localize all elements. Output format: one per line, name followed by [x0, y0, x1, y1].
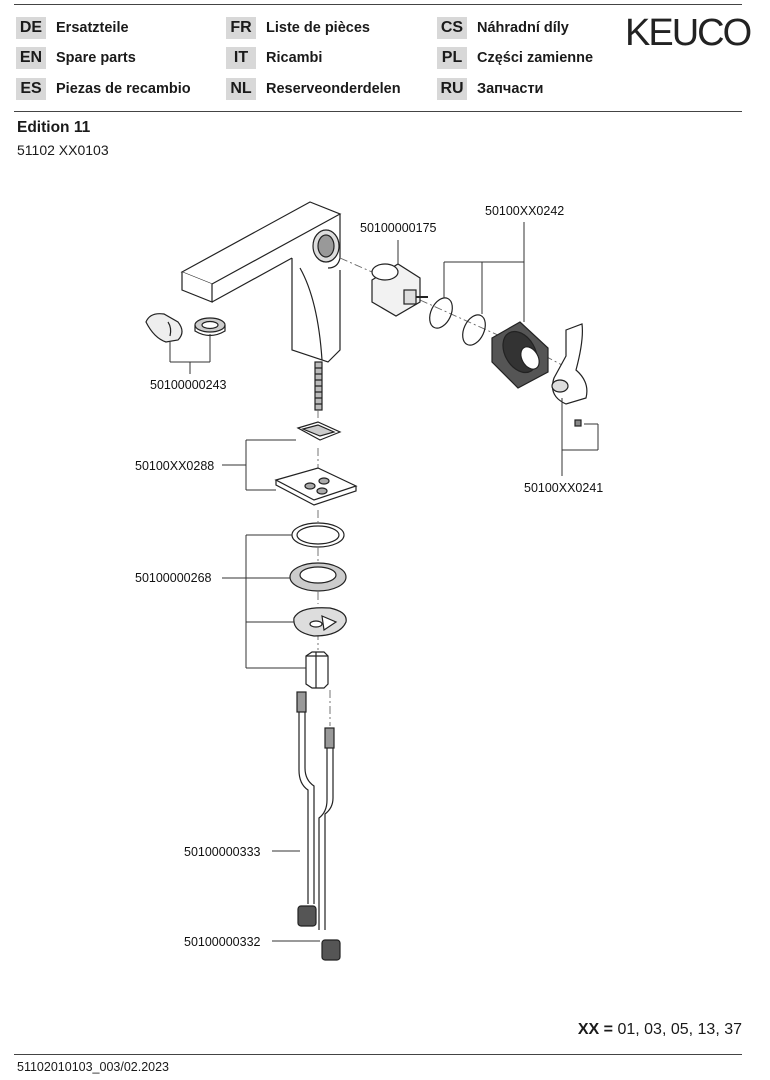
- lang-label: Ersatzteile: [56, 20, 129, 36]
- assembly-axis-lines: [301, 257, 576, 726]
- lang-label: Запчасти: [477, 81, 544, 97]
- lang-pl: PL Części zamienne: [437, 46, 593, 70]
- lang-de: DE Ersatzteile: [16, 16, 129, 40]
- part-label-hose-long: 50100000333: [184, 845, 261, 859]
- lang-code: CS: [437, 17, 467, 39]
- lang-en: EN Spare parts: [16, 46, 136, 70]
- lang-it: IT Ricambi: [226, 46, 322, 70]
- threaded-rod: [314, 361, 323, 411]
- lang-label: Náhradní díly: [477, 20, 569, 36]
- lang-code: EN: [16, 47, 46, 69]
- lang-cs: CS Náhradní díly: [437, 16, 569, 40]
- part-label-hose-short: 50100000332: [184, 935, 261, 949]
- lang-label: Reserveonderdelen: [266, 81, 401, 97]
- lang-label: Spare parts: [56, 50, 136, 66]
- callout-leaders: [169, 222, 599, 942]
- lang-code: DE: [16, 17, 46, 39]
- grub-screw-icon: [574, 419, 582, 427]
- seal-ring-icon: [291, 522, 345, 548]
- lang-es: ES Piezas de recambio: [16, 77, 191, 101]
- brand-logo: KEUCO: [625, 12, 752, 54]
- aerator-insert-icon: [194, 317, 226, 337]
- header-top-rule: [14, 4, 742, 5]
- lang-label: Piezas de recambio: [56, 81, 191, 97]
- lever-handle-icon: [551, 323, 588, 405]
- variant-legend: XX = 01, 03, 05, 13, 37: [578, 1021, 742, 1039]
- hose-short-icon: [318, 727, 341, 961]
- base-plate-icon: [274, 467, 358, 506]
- legend-values: 01, 03, 05, 13, 37: [617, 1021, 742, 1038]
- cartridge-icon: [371, 263, 428, 317]
- threaded-sleeve-icon: [305, 651, 329, 689]
- part-label-cartridge: 50100000175: [360, 221, 437, 235]
- lang-fr: FR Liste de pièces: [226, 16, 370, 40]
- horseshoe-plate-icon: [293, 607, 347, 637]
- base-gasket-icon: [296, 421, 342, 441]
- faucet-body: [180, 201, 342, 363]
- part-label-base-gasket: 50100XX0288: [135, 459, 214, 473]
- document-reference: 51102010103_003/02.2023: [17, 1060, 170, 1074]
- lang-label: Liste de pièces: [266, 20, 370, 36]
- aerator-key-icon: [145, 313, 183, 343]
- footer-rule: [14, 1054, 742, 1055]
- washer-icon: [289, 562, 347, 592]
- lang-code: PL: [437, 47, 467, 69]
- handle-sleeve-icon: [491, 321, 549, 389]
- part-label-lever-screw: 50100XX0241: [524, 481, 603, 495]
- header-bottom-rule: [14, 111, 742, 112]
- product-series: Edition 11: [17, 119, 91, 136]
- lang-code: FR: [226, 17, 256, 39]
- o-ring-1-icon: [429, 297, 453, 329]
- lang-code: ES: [16, 78, 46, 100]
- lang-nl: NL Reserveonderdelen: [226, 77, 401, 101]
- part-label-mounting-set: 50100000268: [135, 571, 212, 585]
- lang-label: Części zamienne: [477, 50, 594, 66]
- part-label-handle-seals: 50100XX0242: [485, 204, 564, 218]
- lang-label: Ricambi: [266, 50, 323, 66]
- lang-code: IT: [226, 47, 256, 69]
- lang-ru: RU Запчасти: [437, 77, 543, 101]
- o-ring-2-icon: [462, 314, 486, 346]
- hose-long-icon: [296, 691, 317, 927]
- lang-code: RU: [437, 78, 467, 100]
- lang-code: NL: [226, 78, 256, 100]
- part-label-aerator: 50100000243: [150, 378, 227, 392]
- legend-key: XX =: [577, 1021, 613, 1038]
- article-number: 51102 XX0103: [17, 142, 109, 158]
